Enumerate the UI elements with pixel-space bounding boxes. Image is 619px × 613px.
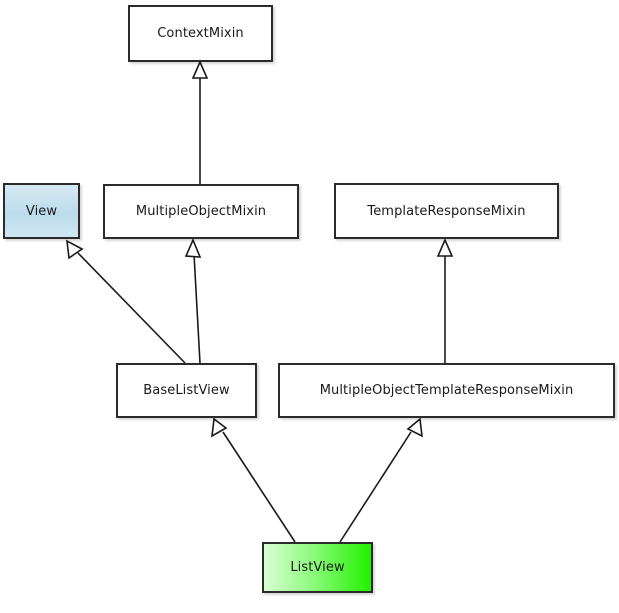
class-node-label: TemplateResponseMixin [367, 203, 526, 219]
edge-baselistview-to-multipleobjectmixin [184, 237, 202, 364]
class-node-contextmixin[interactable]: ContextMixin [128, 5, 273, 62]
class-node-listview[interactable]: ListView [262, 542, 373, 593]
edge-motrm-to-templateresponsemixin [436, 238, 454, 363]
class-node-label: View [25, 203, 58, 219]
class-node-baselistview[interactable]: BaseListView [116, 363, 257, 418]
edge-listview-to-baselistview [211, 417, 296, 543]
class-node-templateresponsemixin[interactable]: TemplateResponseMixin [334, 183, 559, 239]
class-node-label: MultipleObjectTemplateResponseMixin [319, 383, 574, 398]
edge-baselistview-to-view [66, 239, 186, 364]
edge-listview-to-motrm [339, 417, 423, 543]
class-node-multipleobjectmixin[interactable]: MultipleObjectMixin [103, 184, 299, 239]
class-node-label: ListView [290, 560, 345, 575]
class-node-label: BaseListView [143, 383, 230, 398]
class-node-view[interactable]: View [3, 183, 80, 239]
edge-multipleobjectmixin-to-contextmixin [191, 60, 209, 184]
class-node-label: ContextMixin [157, 26, 244, 41]
class-node-multipleobjecttemplateresponsemixin[interactable]: MultipleObjectTemplateResponseMixin [278, 363, 615, 418]
class-node-label: MultipleObjectMixin [135, 204, 267, 219]
